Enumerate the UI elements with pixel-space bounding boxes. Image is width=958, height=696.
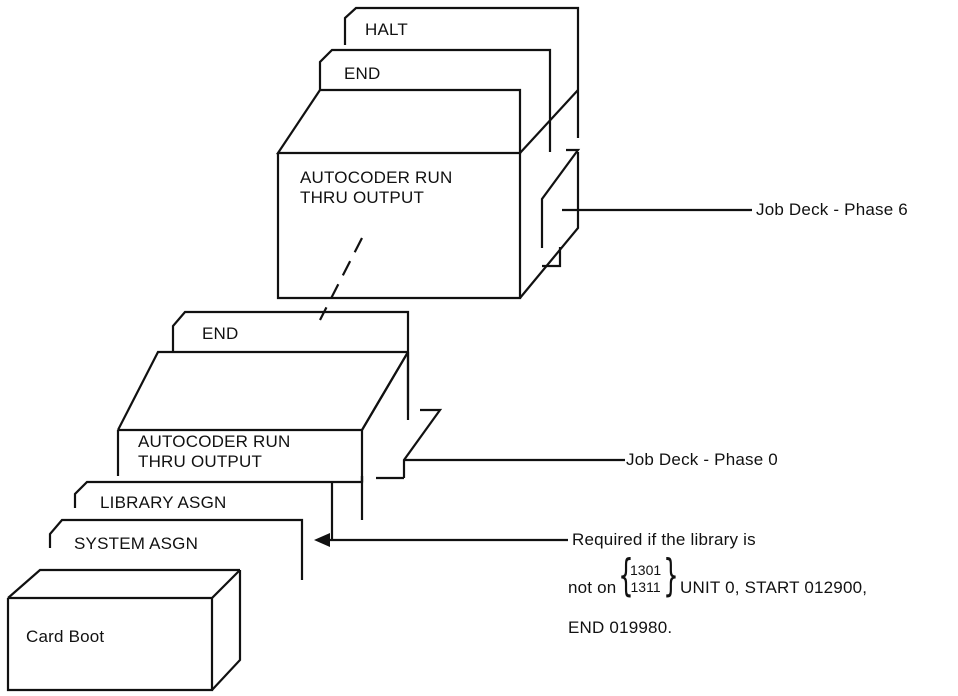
mid-box-label-line2: THRU OUTPUT (138, 452, 263, 471)
dashed-connector (319, 237, 363, 321)
end-card-outline-bottom (171, 310, 410, 410)
top-box-right (519, 152, 580, 299)
top-box-label-line2: THRU OUTPUT (300, 188, 425, 207)
left-brace-icon: { (618, 550, 634, 601)
mid-bracket (376, 408, 443, 480)
top-box-top-face (275, 88, 522, 155)
device-options: 1301 1311 (630, 562, 661, 596)
top-halt-card-label: HALT (365, 20, 408, 39)
bottom-callout-label: Job Deck - Phase 0 (626, 450, 778, 469)
top-bracket-shape (540, 148, 581, 268)
top-end-card-label: END (344, 64, 381, 83)
top-box-back-edge (519, 89, 579, 154)
note-line3: END 019980. (568, 618, 673, 637)
top-callout-label: Job Deck - Phase 6 (756, 200, 908, 219)
top-box-label-line1: AUTOCODER RUN (300, 168, 453, 187)
note-line1: Required if the library is (572, 530, 756, 549)
halt-card-outline (343, 6, 580, 138)
right-brace-icon: } (663, 550, 679, 601)
mid-box-side-real (361, 351, 410, 431)
boot-box-right (211, 570, 242, 691)
system-card-label: SYSTEM ASGN (74, 534, 199, 553)
library-card-right (330, 476, 364, 540)
mid-box-top-face (117, 350, 408, 431)
system-card-outline (48, 518, 304, 580)
top-box-front (276, 153, 522, 300)
library-card-label: LIBRARY ASGN (100, 493, 227, 512)
note-line2-suffix: UNIT 0, START 012900, (680, 578, 868, 597)
boot-box-top-right (8, 569, 241, 600)
device-option-1301: 1301 (630, 562, 662, 578)
mid-box-side (362, 352, 408, 476)
mid-box-label-line1: AUTOCODER RUN (138, 432, 291, 451)
top-bracket-lower (520, 266, 537, 288)
note-arrow-head (314, 533, 330, 547)
note-line2-prefix: not on (568, 578, 617, 597)
device-option-1311: 1311 (630, 579, 661, 595)
end-card-outline-top (318, 48, 552, 152)
boot-box-top (7, 568, 240, 599)
bottom-end-card-label: END (202, 324, 239, 343)
mid-box-top-right (118, 351, 409, 432)
boot-card-label: Card Boot (26, 627, 105, 646)
boot-box-front (6, 598, 214, 692)
